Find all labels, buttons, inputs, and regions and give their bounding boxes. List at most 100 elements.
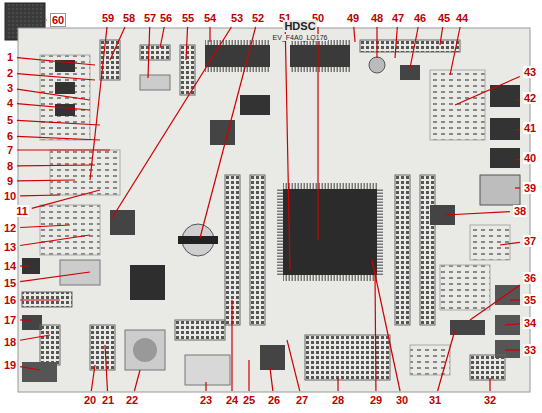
callout-number: 6 — [6, 130, 14, 142]
leader-line — [20, 335, 50, 340]
leader-line — [395, 27, 397, 58]
callout-number: 20 — [83, 394, 97, 406]
leader-line — [489, 378, 490, 391]
callout-number: 19 — [3, 359, 17, 371]
leader-line — [455, 76, 520, 105]
callout-number: 36 — [523, 272, 537, 284]
leader-line — [134, 370, 140, 391]
leader-line — [20, 299, 60, 300]
callout-number: 38 — [513, 205, 527, 217]
leader-line — [270, 368, 273, 391]
callout-number: 46 — [413, 12, 427, 24]
callout-number: 52 — [251, 12, 265, 24]
callout-number: 16 — [3, 294, 17, 306]
callout-number: 3 — [6, 82, 14, 94]
callout-number: 32 — [483, 394, 497, 406]
leader-line — [200, 27, 256, 238]
callout-number: 11 — [15, 205, 29, 217]
leader-line — [17, 164, 95, 166]
leader-line — [17, 104, 90, 110]
leader-line — [354, 27, 355, 42]
callout-number: 10 — [3, 190, 17, 202]
leader-line — [317, 27, 318, 240]
callout-number: 40 — [523, 152, 537, 164]
callout-number: 58 — [122, 12, 136, 24]
leader-line — [17, 136, 100, 140]
leader-line — [17, 120, 100, 125]
callout-number: 56 — [159, 12, 173, 24]
callout-number: 28 — [331, 394, 345, 406]
leader-line — [90, 27, 107, 180]
callout-number: 24 — [225, 394, 239, 406]
leader-line — [17, 58, 95, 65]
leader-line — [17, 89, 90, 100]
callout-number: 25 — [242, 394, 256, 406]
callout-number: 57 — [143, 12, 157, 24]
callout-number: 9 — [6, 175, 14, 187]
leader-line — [248, 360, 249, 391]
callout-number: 49 — [346, 12, 360, 24]
leader-line — [372, 260, 400, 391]
leader-line — [20, 225, 70, 227]
callout-number: 2 — [6, 67, 14, 79]
leader-line — [450, 27, 460, 75]
callout-number: 41 — [523, 122, 537, 134]
leader-line — [287, 340, 300, 391]
callout-number: 13 — [3, 241, 17, 253]
leader-line — [20, 319, 32, 320]
leader-line — [20, 367, 40, 370]
silkscreen-text: HDSC — [283, 20, 316, 32]
leader-line — [515, 187, 520, 188]
leader-line — [231, 300, 232, 391]
silkscreen-text: EV_F4A0_LQ176 — [272, 34, 329, 41]
leader-line — [112, 27, 231, 218]
callout-number: 60 — [50, 13, 66, 27]
callout-number: 42 — [523, 92, 537, 104]
leader-line — [20, 272, 90, 282]
leader-line — [20, 235, 90, 245]
leader-line — [148, 27, 150, 78]
callout-number: 8 — [6, 160, 14, 172]
callout-number: 48 — [370, 12, 384, 24]
callout-number: 4 — [6, 97, 14, 109]
leader-line — [32, 190, 100, 208]
leader-line — [337, 378, 338, 391]
callout-number: 27 — [295, 394, 309, 406]
callout-number: 35 — [523, 294, 537, 306]
leader-line — [20, 265, 30, 266]
leader-line — [91, 365, 95, 391]
callout-number: 7 — [6, 144, 14, 156]
callout-number: 54 — [203, 12, 217, 24]
callout-number: 53 — [230, 12, 244, 24]
callout-number: 29 — [369, 394, 383, 406]
leader-line — [470, 285, 520, 320]
callout-number: 12 — [3, 222, 17, 234]
callout-number: 22 — [125, 394, 139, 406]
callout-number: 15 — [3, 277, 17, 289]
callout-number: 59 — [101, 12, 115, 24]
callout-number: 21 — [101, 394, 115, 406]
leader-line — [500, 242, 520, 245]
leader-line — [376, 27, 377, 58]
leader-line — [17, 149, 110, 150]
callout-number: 34 — [523, 317, 537, 329]
callout-number: 26 — [267, 394, 281, 406]
leader-line — [445, 212, 510, 215]
callout-number: 18 — [3, 336, 17, 348]
callout-number: 43 — [523, 66, 537, 78]
callout-number: 17 — [3, 314, 17, 326]
leader-line — [45, 19, 47, 20]
leader-line — [438, 330, 455, 391]
callout-number: 5 — [6, 114, 14, 126]
callout-number: 45 — [437, 12, 451, 24]
callout-number: 37 — [523, 235, 537, 247]
callout-number: 23 — [199, 394, 213, 406]
leader-line — [20, 194, 60, 196]
leader-line — [110, 27, 125, 60]
callout-number: 1 — [6, 51, 14, 63]
callout-number: 33 — [523, 344, 537, 356]
leader-line — [440, 27, 443, 45]
